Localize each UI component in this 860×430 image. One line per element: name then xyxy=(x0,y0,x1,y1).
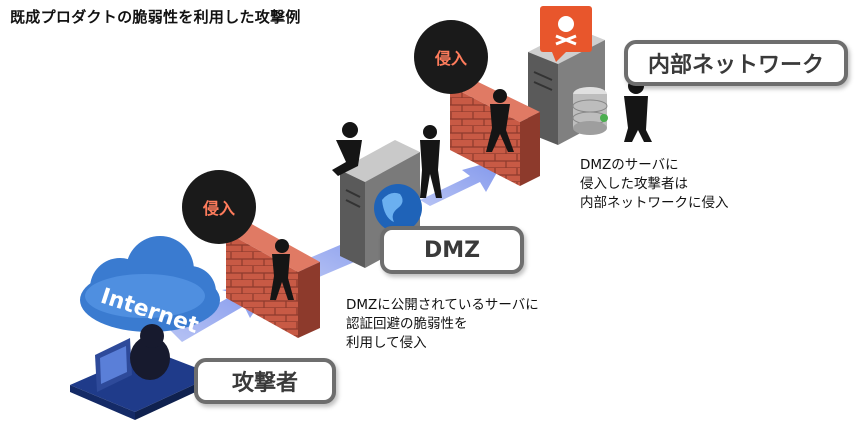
attacker-label: 攻撃者 xyxy=(194,358,336,404)
page-title: 既成プロダクトの脆弱性を利用した攻撃例 xyxy=(10,8,301,26)
database-icon xyxy=(572,87,608,135)
upper-note-line: 内部ネットワークに侵入 xyxy=(580,195,729,211)
intruder-figure xyxy=(270,239,294,300)
intruder-figure xyxy=(420,125,442,198)
upper-note: DMZのサーバに 侵入した攻撃者は 内部ネットワークに侵入 xyxy=(580,156,729,213)
dmz-label: DMZ xyxy=(380,226,524,274)
intrusion-badge-lower: 侵入 xyxy=(182,170,256,244)
lower-firewall xyxy=(226,222,320,338)
lower-note: DMZに公開されているサーバに 認証回避の脆弱性を 利用して侵入 xyxy=(346,296,539,353)
lower-note-line: 認証回避の脆弱性を xyxy=(346,316,468,332)
internal-network-label: 内部ネットワーク xyxy=(624,40,848,86)
intruder-figure xyxy=(486,89,514,152)
lower-note-line: DMZに公開されているサーバに xyxy=(346,297,539,313)
warning-bubble-icon xyxy=(540,6,592,62)
intrusion-badge-upper: 侵入 xyxy=(414,20,488,94)
upper-note-line: 侵入した攻撃者は xyxy=(580,176,688,192)
upper-note-line: DMZのサーバに xyxy=(580,157,679,173)
internet-cloud xyxy=(80,236,220,332)
lower-note-line: 利用して侵入 xyxy=(346,335,427,351)
intruder-figure xyxy=(332,122,362,176)
intruder-figure xyxy=(624,78,652,142)
